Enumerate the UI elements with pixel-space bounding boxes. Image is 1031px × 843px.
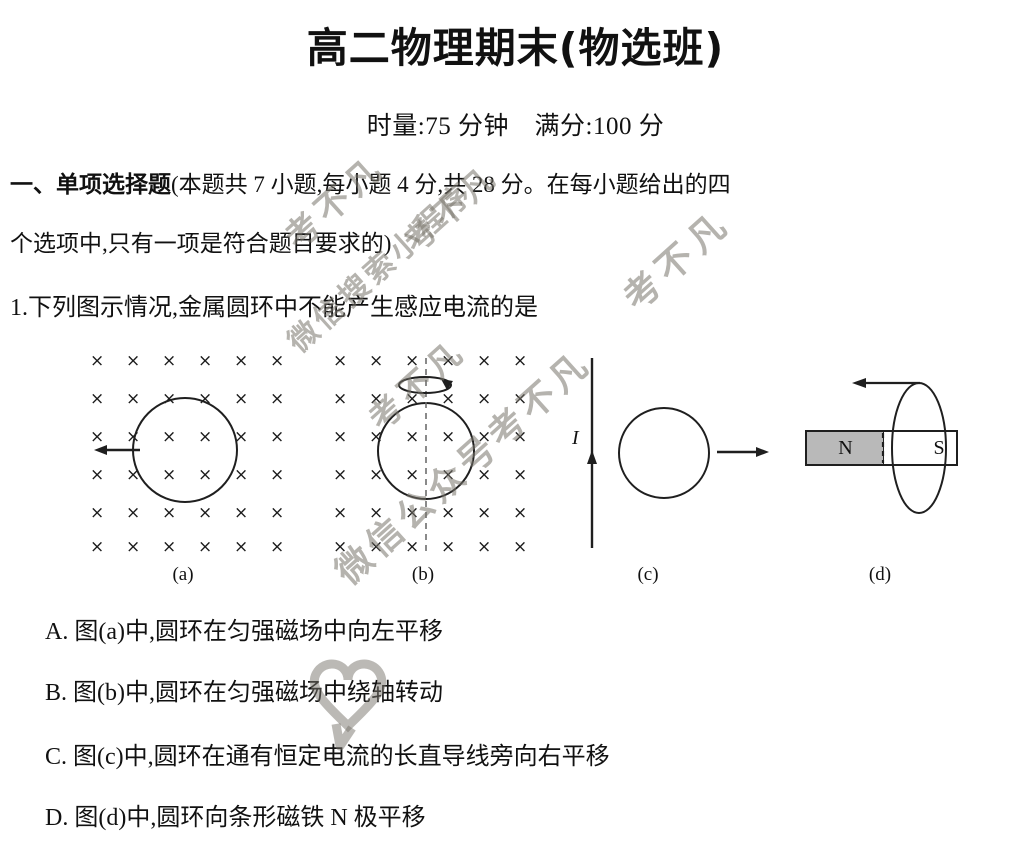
bar-magnet-d: N S bbox=[805, 430, 958, 466]
field-cross: × bbox=[369, 503, 384, 523]
field-cross: × bbox=[513, 427, 528, 447]
field-cross: × bbox=[234, 465, 249, 485]
ring-axis-dash-d bbox=[881, 433, 885, 463]
field-cross: × bbox=[333, 427, 348, 447]
field-cross: × bbox=[477, 537, 492, 557]
field-cross: × bbox=[234, 503, 249, 523]
rotation-arrow-b bbox=[398, 376, 453, 394]
field-cross: × bbox=[234, 537, 249, 557]
magnet-pole-label-n: N bbox=[838, 437, 853, 459]
option-c[interactable]: C. 图(c)中,圆环在通有恒定电流的长直导线旁向右平移 bbox=[45, 744, 610, 770]
field-cross: × bbox=[513, 537, 528, 557]
field-cross: × bbox=[369, 465, 384, 485]
figure-caption-c: (c) bbox=[637, 564, 659, 585]
field-cross: × bbox=[369, 389, 384, 409]
field-cross: × bbox=[126, 503, 141, 523]
field-cross: × bbox=[90, 351, 105, 371]
motion-arrow-right-c bbox=[717, 447, 769, 457]
field-cross: × bbox=[198, 503, 213, 523]
field-cross: × bbox=[441, 537, 456, 557]
field-cross: × bbox=[333, 503, 348, 523]
field-cross: × bbox=[90, 389, 105, 409]
option-a[interactable]: A. 图(a)中,圆环在匀强磁场中向左平移 bbox=[45, 619, 443, 645]
field-cross: × bbox=[126, 537, 141, 557]
field-cross: × bbox=[270, 427, 285, 447]
question-stem: 1.下列图示情况,金属圆环中不能产生感应电流的是 bbox=[10, 295, 538, 321]
field-cross: × bbox=[405, 503, 420, 523]
metal-ring-a bbox=[132, 397, 238, 503]
field-cross: × bbox=[405, 351, 420, 371]
current-label-I: I bbox=[572, 427, 579, 449]
field-cross: × bbox=[162, 351, 177, 371]
field-cross: × bbox=[234, 389, 249, 409]
field-cross: × bbox=[270, 351, 285, 371]
field-cross: × bbox=[441, 503, 456, 523]
magnet-north-half bbox=[807, 432, 884, 464]
page-title: 高二物理期末(物选班) bbox=[306, 24, 725, 72]
field-cross: × bbox=[234, 427, 249, 447]
section-heading-rest: (本题共 7 小题,每小题 4 分,共 28 分。在每小题给出的四 bbox=[171, 172, 731, 197]
section-heading: 一、单项选择题(本题共 7 小题,每小题 4 分,共 28 分。在每小题给出的四 bbox=[10, 168, 1020, 202]
field-cross: × bbox=[369, 537, 384, 557]
section-heading-line2: 个选项中,只有一项是符合题目要求的) bbox=[10, 231, 392, 256]
figure-caption-d: (d) bbox=[868, 564, 892, 585]
field-cross: × bbox=[270, 537, 285, 557]
field-cross: × bbox=[477, 427, 492, 447]
field-cross: × bbox=[90, 537, 105, 557]
figure-row: × × × × × × × × × × × × × × × × × × × × … bbox=[0, 340, 1031, 595]
field-cross: × bbox=[369, 351, 384, 371]
field-cross: × bbox=[441, 389, 456, 409]
field-cross: × bbox=[477, 389, 492, 409]
motion-arrow-left-a bbox=[94, 445, 140, 455]
field-cross: × bbox=[90, 427, 105, 447]
field-cross: × bbox=[198, 351, 213, 371]
field-cross: × bbox=[405, 537, 420, 557]
field-cross: × bbox=[270, 465, 285, 485]
option-d[interactable]: D. 图(d)中,圆环向条形磁铁 N 极平移 bbox=[45, 805, 426, 831]
field-cross: × bbox=[513, 503, 528, 523]
current-wire-c bbox=[587, 358, 597, 548]
field-cross: × bbox=[333, 465, 348, 485]
field-cross: × bbox=[513, 351, 528, 371]
field-cross: × bbox=[333, 351, 348, 371]
field-cross: × bbox=[333, 389, 348, 409]
field-cross: × bbox=[270, 503, 285, 523]
field-cross: × bbox=[441, 351, 456, 371]
field-cross: × bbox=[270, 389, 285, 409]
option-b[interactable]: B. 图(b)中,圆环在匀强磁场中绕轴转动 bbox=[45, 680, 443, 706]
field-cross: × bbox=[513, 465, 528, 485]
field-cross: × bbox=[162, 537, 177, 557]
field-cross: × bbox=[477, 351, 492, 371]
magnet-pole-label-s: S bbox=[933, 437, 945, 459]
field-cross: × bbox=[477, 503, 492, 523]
field-cross: × bbox=[90, 503, 105, 523]
motion-arrow-left-d bbox=[852, 378, 920, 388]
field-cross: × bbox=[90, 465, 105, 485]
figure-caption-a: (a) bbox=[172, 564, 194, 585]
field-cross: × bbox=[162, 503, 177, 523]
field-cross: × bbox=[477, 465, 492, 485]
exam-subtitle: 时量:75 分钟 满分:100 分 bbox=[366, 113, 665, 140]
field-cross: × bbox=[126, 389, 141, 409]
metal-ring-c bbox=[618, 407, 710, 499]
watermark-brand: 考不凡 bbox=[616, 202, 740, 320]
metal-ring-d bbox=[891, 382, 947, 514]
figure-caption-b: (b) bbox=[411, 564, 435, 585]
field-cross: × bbox=[198, 537, 213, 557]
field-cross: × bbox=[333, 537, 348, 557]
field-cross: × bbox=[126, 351, 141, 371]
section-heading-bold: 一、单项选择题 bbox=[10, 172, 171, 198]
field-cross: × bbox=[234, 351, 249, 371]
field-cross: × bbox=[513, 389, 528, 409]
